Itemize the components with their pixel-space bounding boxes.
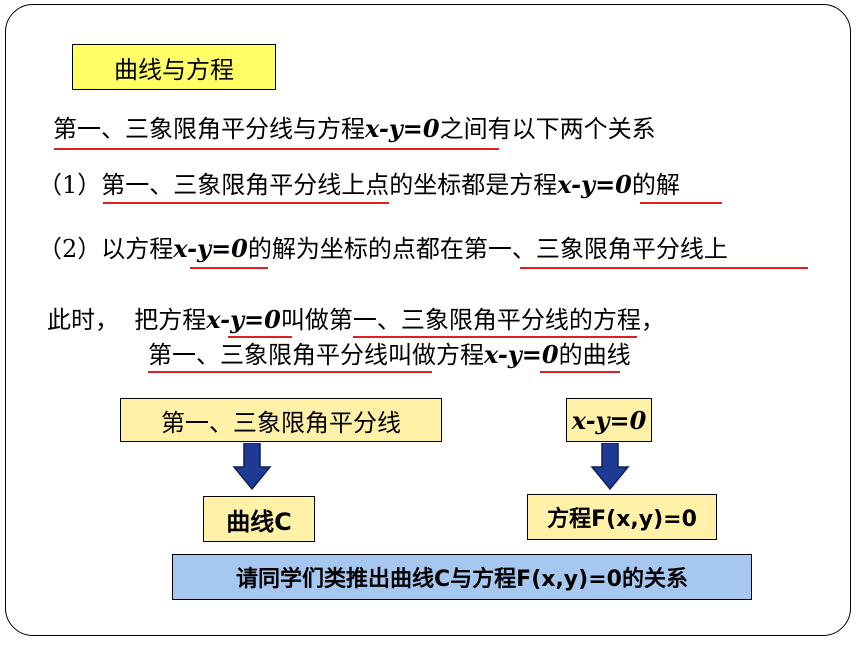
relation-2-subject: 第一、三象限角平分线 [463, 235, 704, 263]
relation-2: （2）以方程x-y=0的解为坐标的点都在第一、三象限角平分线上 [38, 234, 728, 264]
question-text: 请同学们类推出曲线C与方程F(x,y)=0的关系 [236, 567, 688, 592]
curve-c-label: 曲线C [226, 507, 292, 536]
relation-2-underline-equation [190, 267, 268, 269]
conclusion-2-underline-equation [540, 371, 620, 373]
down-arrow-icon-right [590, 443, 630, 491]
intro-line: 第一、三象限角平分线与方程x-y=0之间有以下两个关系 [53, 114, 656, 144]
equation-f-box: 方程F(x,y)=0 [527, 494, 717, 540]
conclusion-1: 此时， 把方程x-y=0叫做第一、三象限角平分线的方程， [47, 305, 665, 335]
intro-mid: 与方程 [293, 115, 365, 143]
title-box: 曲线与方程 [72, 44, 276, 90]
intro-equation: x-y=0 [365, 114, 440, 143]
relation-1-underline-equation [640, 202, 722, 204]
relation-2-prefix: （2）以方程 [38, 235, 174, 263]
page-title: 曲线与方程 [114, 55, 234, 84]
relation-1-equation: x-y=0 [557, 170, 632, 199]
conclusion-1-mid: 叫做 [280, 306, 329, 334]
conclusion-1-underline-subject [353, 336, 637, 338]
equation-label: x-y=0 [571, 405, 647, 435]
conclusion-1-equation: x-y=0 [206, 305, 281, 334]
slide-frame [5, 4, 851, 636]
conclusion-2-end: 的曲线 [558, 341, 631, 369]
conclusion-2-underline-subject [148, 371, 432, 373]
relation-2-mid: 的解为坐标的点都在 [247, 235, 464, 263]
question-box: 请同学们类推出曲线C与方程F(x,y)=0的关系 [172, 554, 752, 600]
conclusion-2-mid: 叫做方程 [388, 341, 484, 369]
relation-1-subject: 第一、三象限角平分线 [101, 171, 342, 199]
conclusion-2-equation: x-y=0 [484, 340, 559, 369]
line-concept-box: 第一、三象限角平分线 [120, 398, 442, 442]
relation-2-equation: x-y=0 [173, 234, 248, 263]
relation-1-mid: 上点的坐标都是方程 [341, 171, 558, 199]
relation-1: （1）第一、三象限角平分线上点的坐标都是方程x-y=0的解 [38, 170, 680, 200]
intro-end: 之间有以下两个关系 [439, 115, 656, 143]
intro-subject: 第一、三象限角平分线 [53, 115, 293, 143]
relation-1-underline-subject [103, 202, 389, 204]
relation-2-underline-subject [520, 267, 808, 269]
conclusion-1-end: 的方程， [568, 306, 665, 334]
curve-c-box: 曲线C [203, 496, 315, 542]
conclusion-1-prefix: 此时， 把方程 [47, 306, 207, 334]
line-concept-label: 第一、三象限角平分线 [161, 408, 401, 437]
intro-underline [54, 148, 499, 150]
conclusion-1-subject: 第一、三象限角平分线 [328, 306, 569, 334]
equation-f-label: 方程F(x,y)=0 [547, 507, 697, 532]
conclusion-2: 第一、三象限角平分线叫做方程x-y=0的曲线 [148, 340, 631, 370]
conclusion-1-underline-equation [228, 336, 292, 338]
equation-box: x-y=0 [566, 398, 652, 442]
down-arrow-icon-left [232, 443, 272, 491]
relation-1-end: 的解 [631, 171, 680, 199]
conclusion-2-subject: 第一、三象限角平分线 [148, 341, 388, 369]
relation-1-prefix: （1） [38, 171, 102, 199]
relation-2-end: 上 [703, 235, 728, 263]
